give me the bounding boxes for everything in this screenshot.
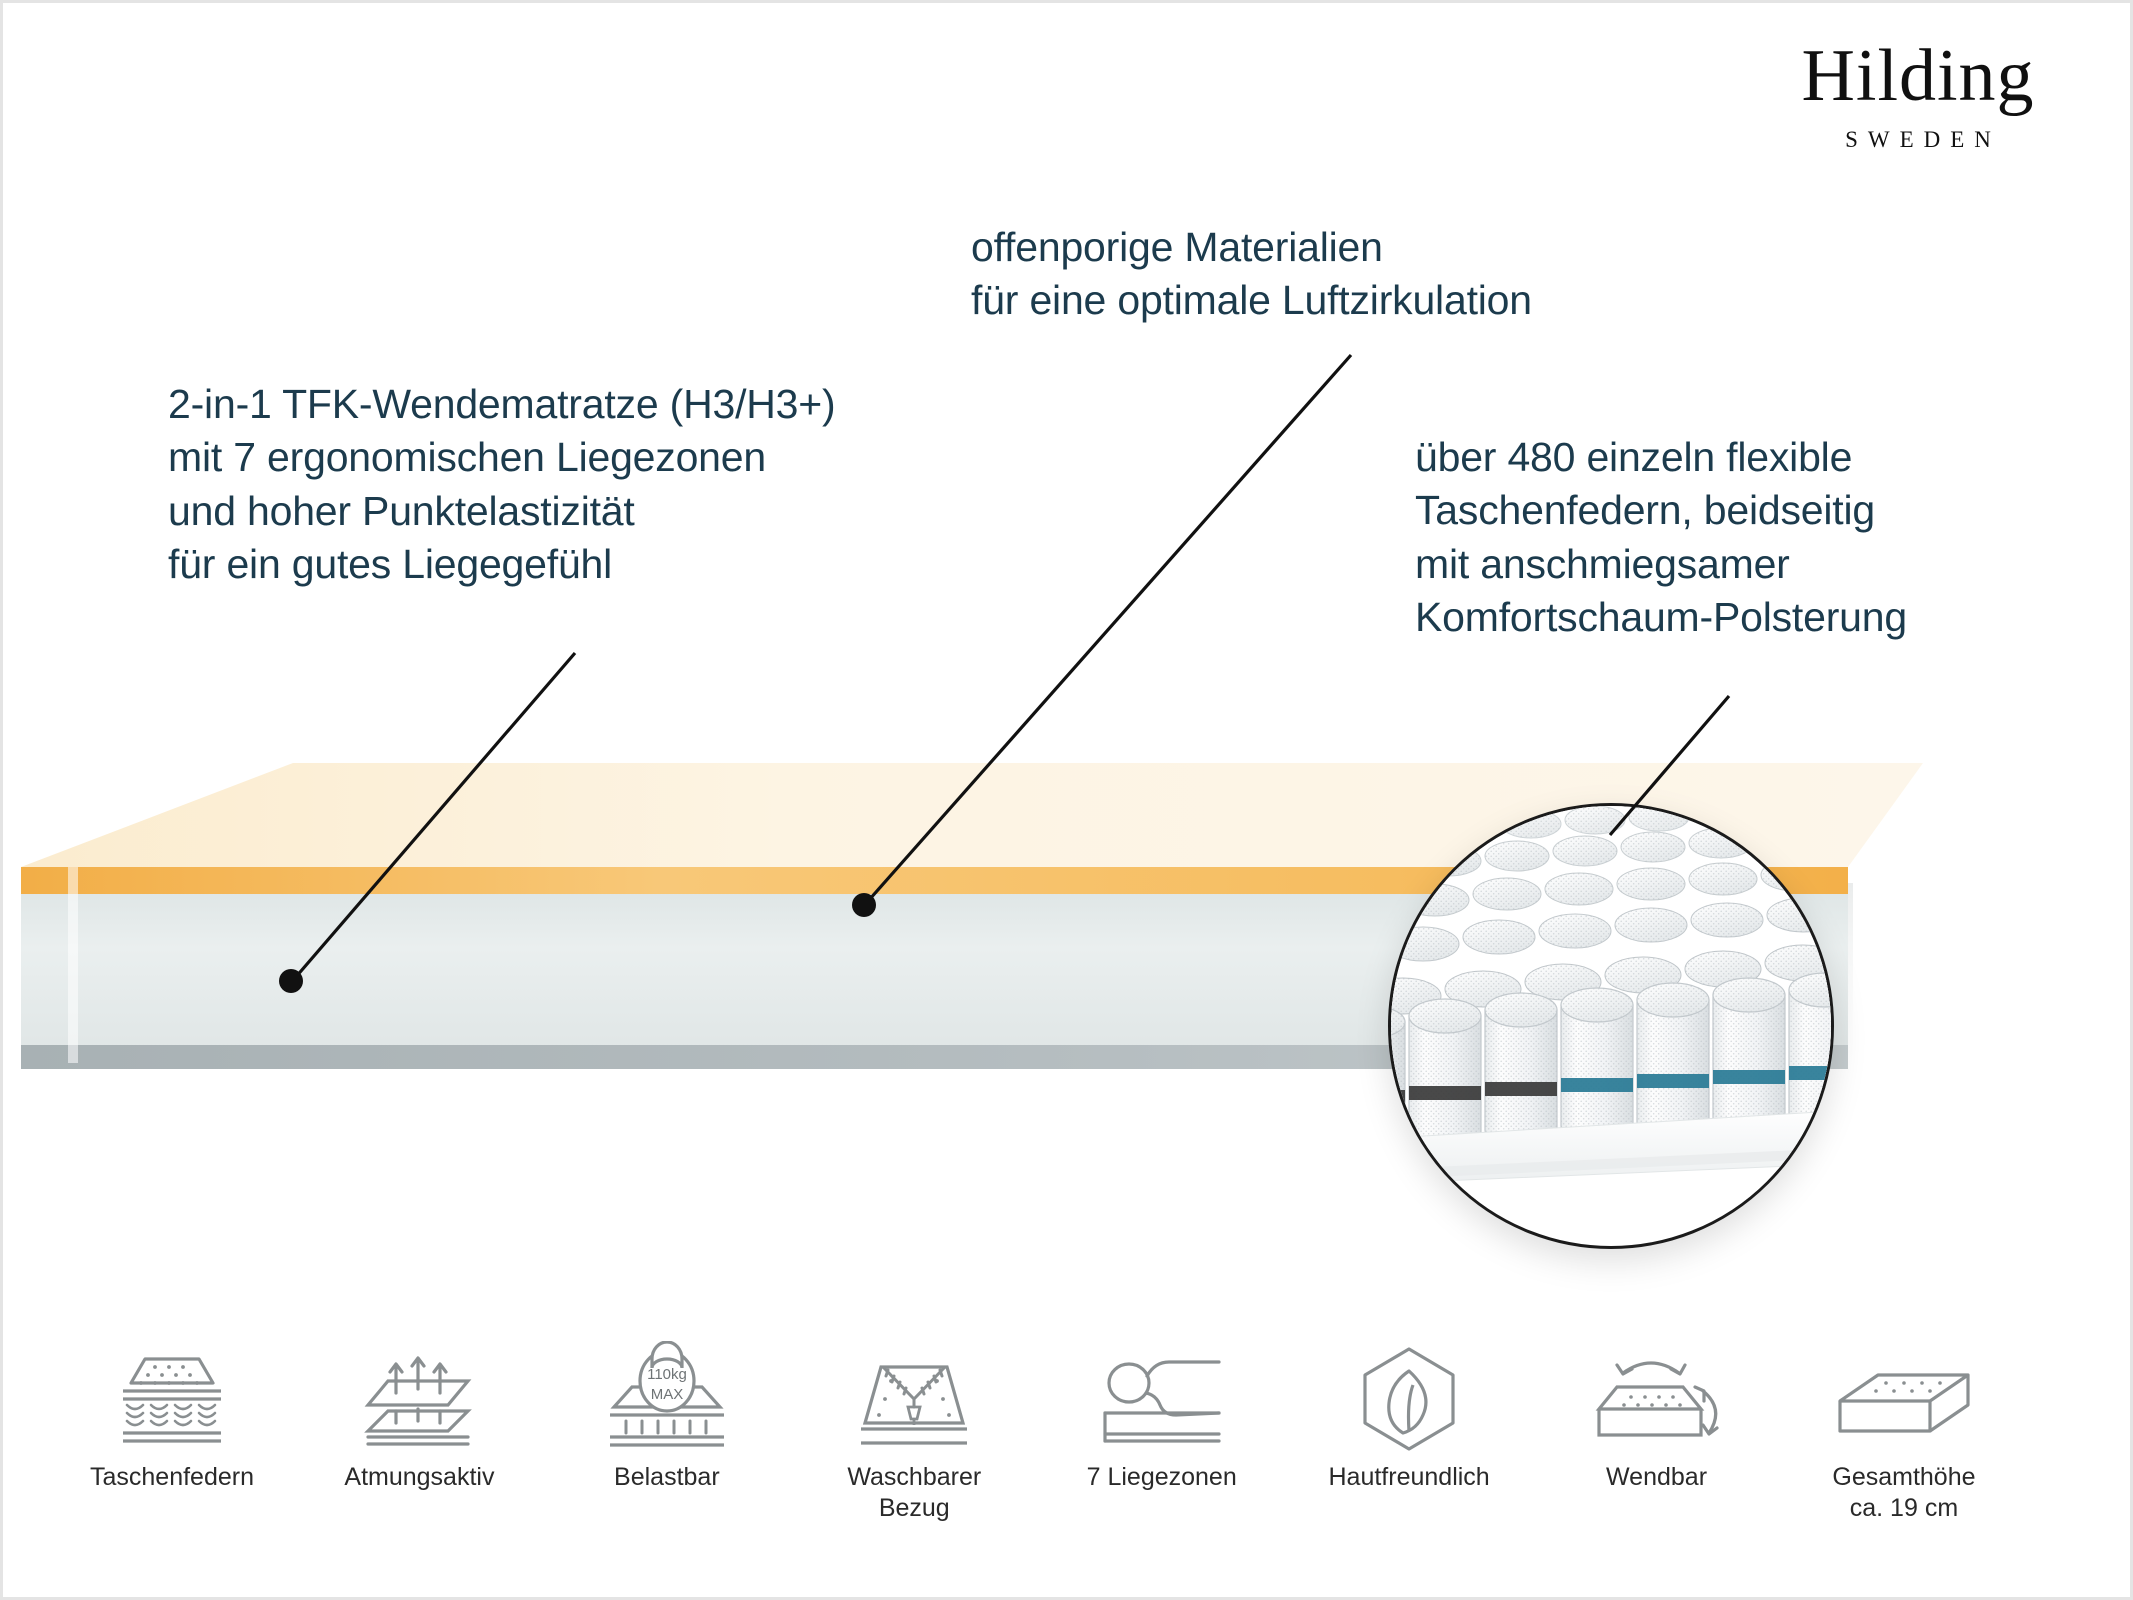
callout-text-left: 2-in-1 TFK-Wendematratze (H3/H3+) mit 7 …	[168, 381, 836, 587]
spring-band-dark	[1391, 1090, 1405, 1103]
feature-label: Atmungsaktiv	[344, 1463, 495, 1491]
feature-item-load-capacity: 110kg MAX Belastbar	[558, 1341, 776, 1493]
spring-base-platform	[1391, 1110, 1831, 1184]
feature-label: Gesamthöhe ca. 19 cm	[1832, 1463, 1976, 1522]
feature-item-pocket-springs: Taschenfedern	[63, 1341, 281, 1493]
washable-cover-zipper-icon	[805, 1341, 1023, 1453]
feature-item-seven-zones: 7 Liegezonen	[1053, 1341, 1271, 1493]
breathable-arrows-icon	[310, 1341, 528, 1453]
feature-label: Waschbarer Bezug	[847, 1463, 982, 1522]
weight-value: 110kg	[647, 1366, 687, 1383]
pocket-springs-icon	[63, 1341, 281, 1453]
callout-text-right: über 480 einzeln flexible Taschenfedern,…	[1415, 434, 1907, 640]
brand-logo: Hilding SWEDEN	[1768, 39, 2068, 153]
pocket-spring-detail	[1391, 806, 1831, 1210]
feature-item-breathable: Atmungsaktiv	[310, 1341, 528, 1493]
callout-text-top: offenporige Materialien für eine optimal…	[971, 224, 1532, 324]
weight-unit: MAX	[651, 1386, 684, 1403]
feature-icon-row: Taschenfedern	[63, 1341, 2013, 1523]
feature-label: Belastbar	[614, 1463, 720, 1491]
spring-band-teal	[1637, 1074, 1709, 1088]
feature-label: Hautfreundlich	[1328, 1463, 1490, 1491]
spring-band-dark	[1485, 1082, 1557, 1096]
spring-front-row	[1391, 972, 1831, 1152]
skin-friendly-leaf-icon	[1300, 1341, 1518, 1453]
spring-band-teal	[1789, 1066, 1831, 1080]
feature-item-total-height: Gesamthöhe ca. 19 cm	[1795, 1341, 2013, 1523]
reversible-arrows-icon	[1548, 1341, 1766, 1453]
feature-label: 7 Liegezonen	[1086, 1463, 1237, 1491]
feature-item-washable-cover: Waschbarer Bezug	[805, 1341, 1023, 1523]
total-height-icon	[1795, 1341, 2013, 1453]
feature-item-skin-friendly: Hautfreundlich	[1300, 1341, 1518, 1493]
feature-label: Taschenfedern	[89, 1463, 254, 1491]
spring-band-dark	[1409, 1086, 1481, 1100]
feature-item-reversible: Wendbar	[1548, 1341, 1766, 1493]
brand-country: SWEDEN	[1845, 127, 2001, 152]
spring-band-teal	[1713, 1070, 1785, 1084]
seven-zones-icon	[1053, 1341, 1271, 1453]
brand-wordmark: Hilding	[1801, 35, 2035, 117]
feature-label: Wendbar	[1606, 1463, 1708, 1491]
spring-band-teal	[1561, 1078, 1633, 1092]
weight-capacity-icon: 110kg MAX	[558, 1341, 776, 1453]
pocket-spring-magnifier	[1388, 803, 1834, 1249]
